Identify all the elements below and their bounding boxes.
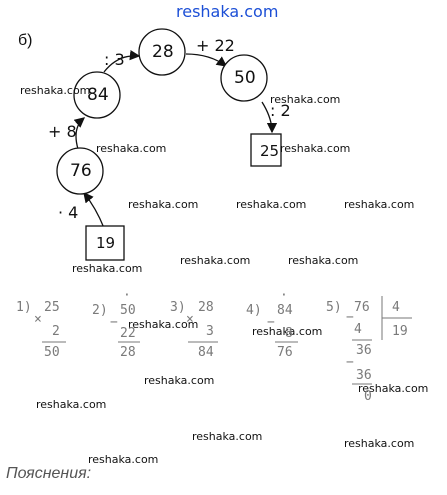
node-box-19: [85, 225, 125, 261]
watermark: reshaka.com: [144, 374, 215, 387]
watermark: reshaka.com: [88, 453, 159, 466]
part-label: б): [18, 32, 33, 49]
watermark: reshaka.com: [192, 430, 263, 443]
watermark: reshaka.com: [344, 437, 415, 450]
watermark: reshaka.com: [72, 262, 143, 275]
op-plus-22: + 22: [196, 36, 235, 55]
node-label-76: 76: [70, 161, 92, 181]
watermark: reshaka.com: [270, 93, 341, 106]
calc4-index: 4): [246, 303, 262, 318]
op-divide-3: : 3: [104, 50, 125, 69]
node-label-25: 25: [260, 142, 280, 160]
calc5-sign2: −: [346, 355, 354, 370]
arrow-19-to-76: [83, 191, 105, 229]
calc4-operand-a: 84: [277, 303, 293, 318]
calc4-result: 76: [277, 345, 293, 360]
watermark: reshaka.com: [288, 254, 359, 267]
calc5-subtract2: 36: [356, 368, 372, 383]
watermark: reshaka.com: [180, 254, 251, 267]
calc1-index: 1): [16, 300, 32, 315]
node-label-19: 19: [96, 234, 116, 252]
op-divide-2: : 2: [270, 101, 291, 120]
calc4-borrow-dot: ·: [280, 288, 288, 303]
calc1-sign: ×: [34, 312, 42, 327]
calc5-remainder2: 0: [364, 389, 372, 404]
node-box-25: [250, 133, 282, 167]
calc5-dividend: 76: [354, 300, 370, 315]
calc2-operand-a: 50: [120, 303, 136, 318]
watermark: reshaka.com: [36, 398, 107, 411]
calc3-operand-a: 28: [198, 300, 214, 315]
node-circle-76: [56, 147, 104, 195]
explanation-heading: Пояснения:: [6, 465, 92, 482]
calc2-borrow-dot: ·: [123, 288, 131, 303]
calc5-quotient: 19: [392, 324, 408, 339]
calc3-sign: ×: [186, 312, 194, 327]
arrow-28-to-50: [185, 53, 228, 67]
node-label-28: 28: [152, 42, 174, 62]
calc5-subtract1: 4: [354, 322, 362, 337]
calc5-index: 5): [326, 300, 342, 315]
node-label-50: 50: [234, 68, 256, 88]
op-times-4: · 4: [58, 203, 79, 222]
calc5-divisor: 4: [392, 300, 400, 315]
watermark: reshaka.com: [344, 198, 415, 211]
watermark: reshaka.com: [20, 84, 91, 97]
calc2-index: 2): [92, 303, 108, 318]
calc5-remainder1: 36: [356, 343, 372, 358]
calc4-sign: −: [267, 315, 275, 330]
node-circle-84: [73, 71, 121, 119]
calc2-sign: −: [110, 315, 118, 330]
calc3-result: 84: [198, 345, 214, 360]
watermark: reshaka.com: [236, 198, 307, 211]
arrow-84-to-28: [103, 49, 141, 73]
watermark: reshaka.com: [358, 382, 429, 395]
calc1-operand-a: 25: [44, 300, 60, 315]
calc4-operand-b: 8: [285, 326, 293, 341]
arrow-50-to-25: [261, 101, 278, 134]
watermark: reshaka.com: [252, 325, 323, 338]
watermark: reshaka.com: [96, 142, 167, 155]
watermark: reshaka.com: [128, 318, 199, 331]
calc2-result: 28: [120, 345, 136, 360]
watermark: reshaka.com: [280, 142, 351, 155]
calc3-operand-b: 3: [206, 324, 214, 339]
node-label-84: 84: [87, 85, 109, 105]
calc3-index: 3): [170, 300, 186, 315]
arrow-76-to-84: [73, 117, 85, 150]
site-title[interactable]: reshaka.com: [176, 2, 279, 21]
calc1-result: 50: [44, 345, 60, 360]
calc5-sign1: −: [346, 310, 354, 325]
calc2-operand-b: 22: [120, 326, 136, 341]
calc1-operand-b: 2: [52, 324, 60, 339]
watermark: reshaka.com: [128, 198, 199, 211]
node-circle-28: [138, 28, 186, 76]
node-circle-50: [220, 54, 268, 102]
op-plus-8: + 8: [48, 122, 77, 141]
